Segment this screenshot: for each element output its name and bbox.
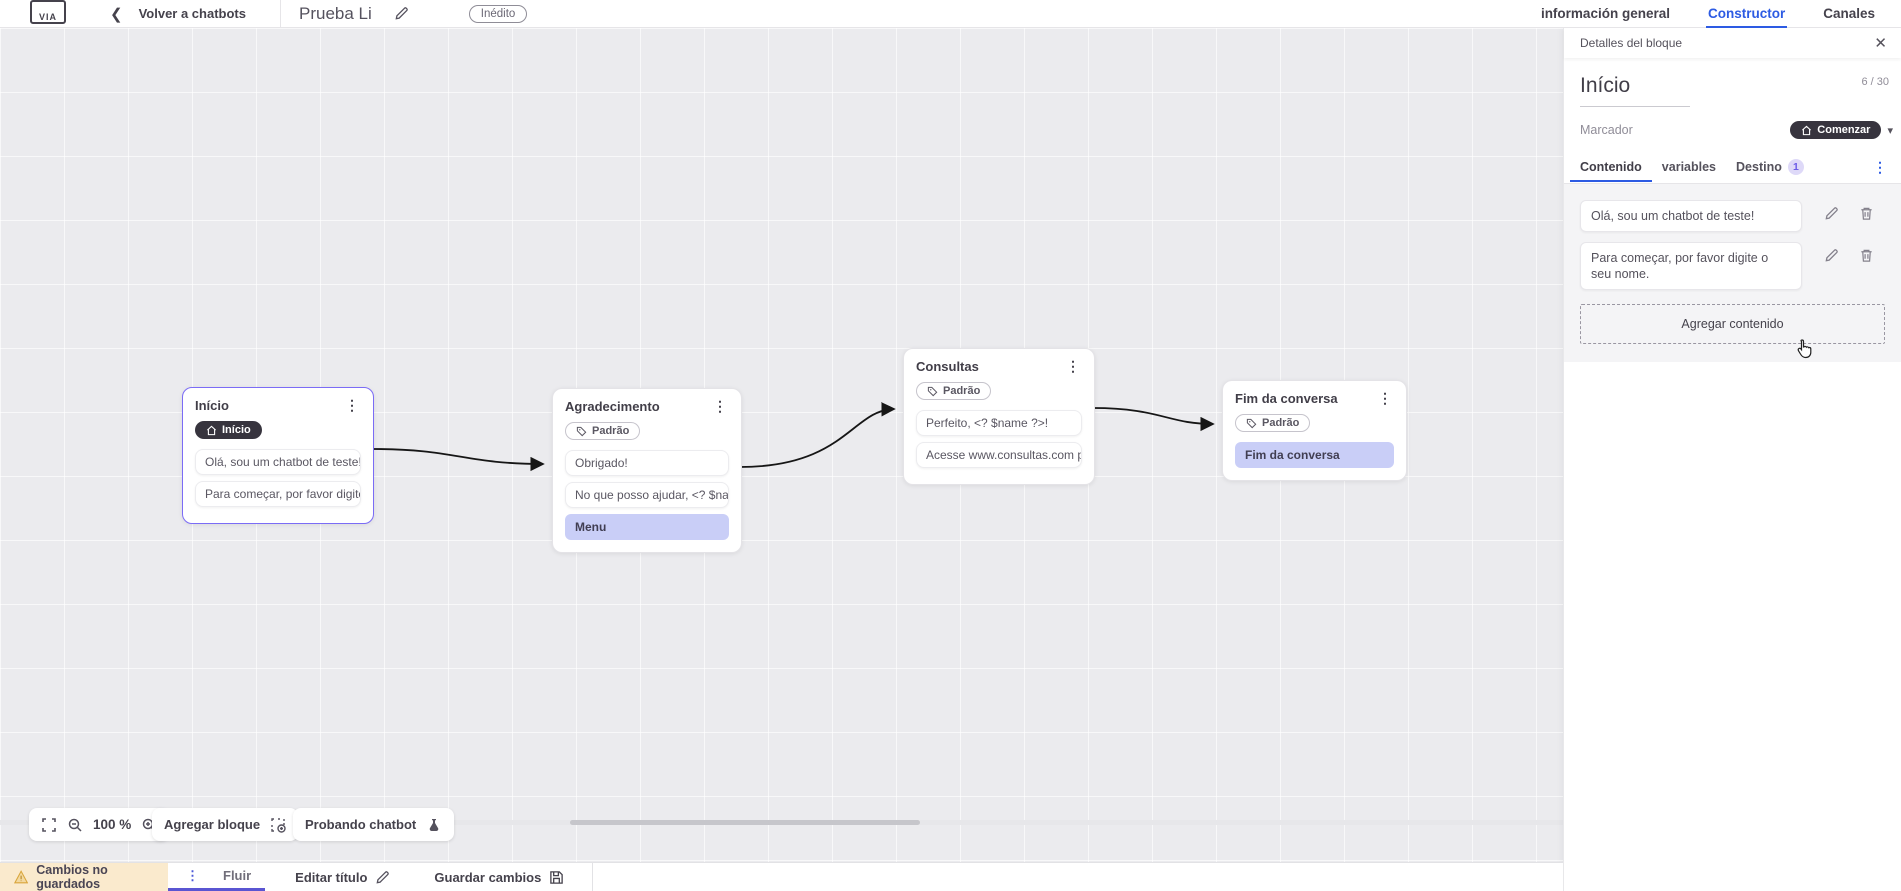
content-item: Olá, sou um chatbot de teste! [1580,200,1885,232]
logo-glyph: VIA [38,11,57,22]
node-message[interactable]: Obrigado! [565,450,729,476]
top-tabs: información general Constructor Canales [1539,0,1877,28]
content-tab-body: Olá, sou um chatbot de teste! Para começ… [1564,184,1901,362]
save-changes-button[interactable]: Guardar cambios [420,863,578,891]
zoom-level: 100 % [93,817,132,832]
chevron-down-icon[interactable]: ▾ [1887,124,1893,137]
node-title: Consultas [916,359,979,374]
header-divider [279,0,281,28]
tab-destino[interactable]: Destino 1 [1726,151,1814,183]
home-icon [1802,125,1812,135]
test-chatbot-button[interactable]: Probando chatbot [293,808,455,841]
node-menu-icon[interactable]: ⋮ [1378,390,1392,406]
node-type-badge: Padrão [1235,414,1311,432]
node-message[interactable]: No que posso ajudar, <? $name ... [565,482,729,508]
node-button-menu[interactable]: Menu [565,514,729,540]
chevron-left-icon[interactable]: ❮ [110,5,123,23]
node-title: Agradecimento [565,399,660,414]
footer-bar: Cambios no guardados ⋮ Fluir Editar títu… [0,862,1563,891]
edit-title-button[interactable]: Editar título [281,863,404,891]
node-menu-icon[interactable]: ⋮ [345,397,359,413]
status-badge: Inédito [468,4,528,23]
zoom-out-icon[interactable] [67,817,83,833]
panel-title: Detalles del bloque [1580,36,1683,50]
flow-node-inicio[interactable]: Início ⋮ Início Olá, sou um chatbot de t… [182,387,374,524]
add-block-button[interactable]: Agregar bloque [152,808,299,841]
tab-variables[interactable]: variables [1661,160,1717,174]
content-item: Para começar, por favor digite o seu nom… [1580,242,1885,290]
pencil-icon [376,870,390,883]
marker-label: Marcador [1580,123,1633,137]
content-text[interactable]: Para começar, por favor digite o seu nom… [1580,242,1802,290]
unsaved-changes-label: Cambios no guardados [36,863,108,891]
tab-informacion-general[interactable]: información general [1540,5,1670,21]
flask-icon [426,817,442,833]
back-to-chatbots-link[interactable]: Volver a chatbots [138,6,246,21]
flow-node-agradecimento[interactable]: Agradecimento ⋮ Padrão Obrigado! No que … [552,388,742,553]
panel-tabs: Contenido variables Destino 1 ⋮ [1564,151,1901,184]
save-changes-label: Guardar cambios [434,869,542,885]
tab-constructor[interactable]: Constructor [1705,0,1788,28]
canvas-hscrollbar-thumb[interactable] [570,820,920,825]
warning-icon [14,870,29,884]
tab-fluir[interactable]: ⋮ Fluir [168,863,266,891]
node-title: Início [195,398,229,413]
trash-icon[interactable] [1859,206,1874,221]
flow-tab-menu-icon[interactable]: ⋮ [186,868,199,883]
node-message[interactable]: Para começar, por favor digite o ... [195,481,361,507]
node-menu-icon[interactable]: ⋮ [1066,358,1080,374]
bot-title: Prueba Li [298,3,372,23]
tab-canales[interactable]: Canales [1823,5,1875,21]
flow-tab-label: Fluir [223,868,252,883]
node-type-badge: Padrão [565,422,641,440]
node-message[interactable]: Perfeito, <? $name ?>! [916,410,1082,436]
canvas-hscrollbar-track [0,820,1563,825]
fullscreen-icon[interactable] [41,817,57,833]
node-button-fim[interactable]: Fim da conversa [1235,442,1394,468]
content-text[interactable]: Olá, sou um chatbot de teste! [1580,200,1802,232]
marker-select[interactable]: Comenzar [1790,121,1882,139]
app-logo-icon[interactable]: VIA [30,0,66,24]
pencil-icon[interactable] [1824,206,1839,221]
add-block-label: Agregar bloque [164,817,261,832]
pencil-icon[interactable] [1824,248,1839,263]
block-details-panel: Detalles del bloque ✕ Início 6 / 30 Marc… [1563,28,1901,891]
edit-title-label: Editar título [295,869,368,885]
block-name-input[interactable]: Início [1580,74,1690,107]
destino-count-badge: 1 [1787,159,1804,175]
trash-icon[interactable] [1859,248,1874,263]
node-start-badge: Início [195,421,262,439]
flow-node-consultas[interactable]: Consultas ⋮ Padrão Perfeito, <? $name ?>… [903,348,1095,485]
tag-icon [1246,418,1257,428]
unsaved-changes-banner: Cambios no guardados [0,863,168,891]
node-message[interactable]: Acesse www.consultas.com par... [916,442,1082,468]
add-block-icon [270,817,286,833]
node-title: Fim da conversa [1235,391,1338,406]
footer-divider [592,863,594,891]
tab-contenido[interactable]: Contenido [1570,152,1652,182]
zoom-controls: 100 % [29,808,170,841]
panel-tabs-menu-icon[interactable]: ⋮ [1873,158,1887,175]
save-icon [550,870,564,884]
test-chatbot-label: Probando chatbot [305,817,417,832]
home-icon [207,425,216,435]
pencil-icon [395,7,408,20]
tag-icon [927,386,938,396]
add-content-button[interactable]: Agregar contenido [1580,304,1885,344]
node-type-badge: Padrão [916,382,992,400]
node-message[interactable]: Olá, sou um chatbot de teste! [195,449,361,475]
flow-node-fim[interactable]: Fim da conversa ⋮ Padrão Fim da conversa [1222,380,1407,481]
top-bar: VIA ❮ Volver a chatbots Prueba Li Inédit… [0,0,1901,28]
close-icon[interactable]: ✕ [1874,35,1887,52]
edit-bot-title-button[interactable] [394,6,409,21]
node-menu-icon[interactable]: ⋮ [713,398,727,414]
char-counter: 6 / 30 [1861,76,1889,88]
tag-icon [576,426,587,436]
